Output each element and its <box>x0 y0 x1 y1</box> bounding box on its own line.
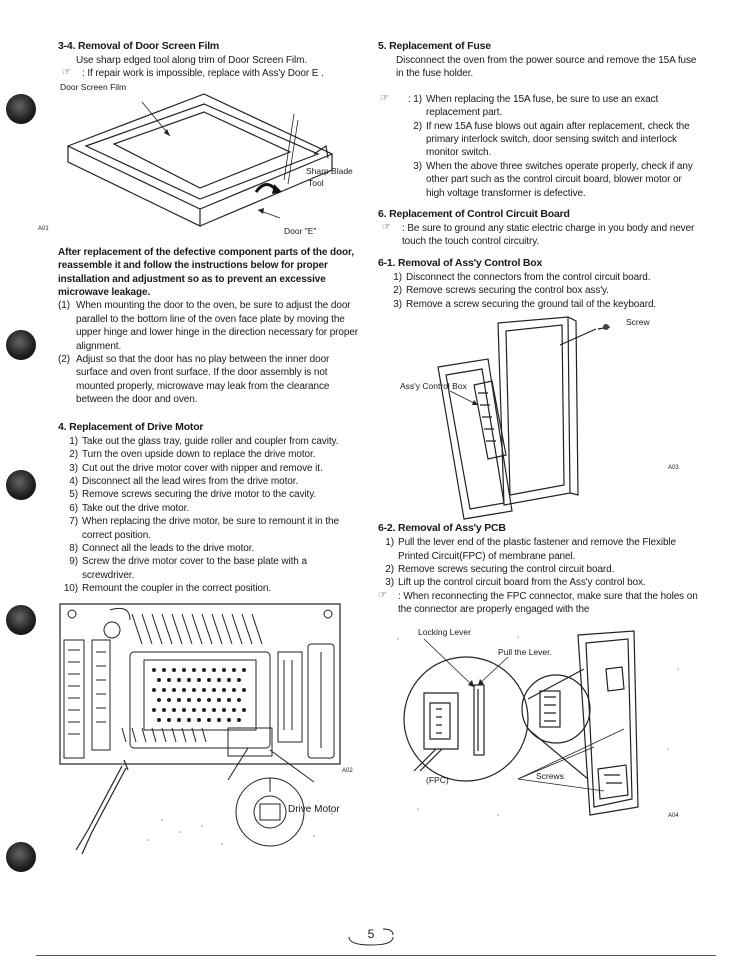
figure-code: A03 <box>668 465 679 472</box>
figure-code: A01 <box>38 225 49 232</box>
bottom-rule <box>36 955 716 956</box>
door-label: Door "E" <box>284 225 317 236</box>
punch-hole <box>6 605 36 635</box>
door-diagram <box>66 93 334 227</box>
pointing-hand-icon: ☞ <box>380 92 389 104</box>
section-title: 6-2. Removal of Ass'y PCB <box>378 522 506 535</box>
list-item: 2)If new 15A fuse blows out again after … <box>413 120 690 159</box>
section-6-2: 6-2. Removal of Ass'y PCB 1)Pull the lev… <box>378 522 700 616</box>
section-title: 5. Replacement of Fuse <box>378 40 491 52</box>
page-number-swoosh <box>348 928 394 946</box>
section-4: 4. Replacement of Drive Motor 1)Take out… <box>58 421 358 596</box>
punch-hole <box>6 470 36 500</box>
warning-text: After replacement of the defective compo… <box>58 246 354 299</box>
list-item: 1)Disconnect the connectors from the con… <box>393 271 651 283</box>
section-body: Disconnect the oven from the power sourc… <box>396 55 697 80</box>
section-title: 3-4. Removal of Door Screen Film <box>58 40 220 52</box>
list-item: 1)Pull the lever end of the plastic fast… <box>385 537 677 562</box>
list-item: 8)Connect all the leads to the drive mot… <box>69 542 255 554</box>
section-6: 6. Replacement of Control Circuit Board … <box>378 208 700 249</box>
list-item: 10)Remount the coupler in the correct po… <box>63 583 272 595</box>
pcb-connector-figure: Locking Lever Pull the Lever. (FPC) Scre… <box>378 626 700 829</box>
pointing-hand-icon: ☞ <box>378 589 387 601</box>
list-item: 3)When the above three switches operate … <box>413 160 693 199</box>
note-text: : Be sure to ground any static electric … <box>402 223 695 248</box>
pointing-hand-icon: ☞ <box>62 67 71 79</box>
punch-hole <box>6 94 36 124</box>
list-item: 6)Take out the drive motor. <box>69 502 190 514</box>
pcb-diagram <box>397 629 679 816</box>
page-number-badge: 5 <box>343 925 399 947</box>
base-plate-diagram <box>59 602 341 854</box>
list-item: : 1)When replacing the 15A fuse, be sure… <box>407 93 659 119</box>
after-replacement: After replacement of the defective compo… <box>58 246 358 407</box>
note: ☞ : 1)When replacing the 15A fuse, be su… <box>378 93 700 200</box>
list-item: 3)Lift up the control circuit board from… <box>385 577 646 589</box>
list-item: 1)Take out the glass tray, guide roller … <box>69 435 339 447</box>
list-item: 2)Turn the oven upside down to replace t… <box>69 449 316 461</box>
note: ☞ : When reconnecting the FPC connector,… <box>378 590 700 617</box>
pull-lever-label: Pull the Lever. <box>498 646 552 657</box>
control-box-figure: Screw Ass'y Control Box A03 <box>378 315 700 520</box>
punch-hole <box>6 842 36 872</box>
list-item: (2) Adjust so that the door has no play … <box>58 354 330 406</box>
screw-label: Screw <box>626 317 650 328</box>
punch-hole <box>6 330 36 360</box>
steps-list: 1)Pull the lever end of the plastic fast… <box>378 536 700 590</box>
section-5: 5. Replacement of Fuse Disconnect the ov… <box>378 40 700 200</box>
list-item: 3)Remove a screw securing the ground tai… <box>393 298 657 310</box>
fpc-label: (FPC) <box>426 774 449 785</box>
figure-code: A02 <box>342 767 353 774</box>
list-item: 4)Disconnect all the lead wires from the… <box>69 475 299 487</box>
note: ☞ : Be sure to ground any static electri… <box>378 222 700 249</box>
right-column: 5. Replacement of Fuse Disconnect the ov… <box>378 40 700 829</box>
pointing-hand-icon: ☞ <box>382 222 391 234</box>
section-3-4: 3-4. Removal of Door Screen Film Use sha… <box>58 40 358 81</box>
page-number: 5 <box>367 927 375 941</box>
note-list: : 1)When replacing the 15A fuse, be sure… <box>400 93 700 200</box>
steps-list: 1)Take out the glass tray, guide roller … <box>58 435 358 596</box>
left-column: 3-4. Removal of Door Screen Film Use sha… <box>38 40 358 860</box>
section-body: Use sharp edged tool along trim of Door … <box>76 55 308 66</box>
tool-label: Tool <box>308 177 324 188</box>
list-item: 2)Remove screws securing the control cir… <box>385 563 615 575</box>
steps-list: 1)Disconnect the connectors from the con… <box>378 271 700 311</box>
figure-code: A04 <box>668 812 679 819</box>
list-item: (1) When mounting the door to the oven, … <box>58 300 359 352</box>
drive-motor-figure: Drive Motor A02 <box>52 600 353 860</box>
control-box-label: Ass'y Control Box <box>400 381 467 392</box>
door-screen-film-figure: Door Screen Film Sharp Blade Tool Door "… <box>38 81 358 244</box>
film-label: Door Screen Film <box>60 81 127 92</box>
section-title: 6-1. Removal of Ass'y Control Box <box>378 256 543 269</box>
note: ☞ : If repair work is impossible, replac… <box>58 67 358 80</box>
list-item: 3)Cut out the drive motor cover with nip… <box>69 462 323 474</box>
adjustment-list: (1) When mounting the door to the oven, … <box>58 299 358 406</box>
list-item: 7)When replacing the drive motor, be sur… <box>69 516 339 541</box>
section-6-1: 6-1. Removal of Ass'y Control Box 1)Disc… <box>378 257 700 311</box>
note-text: : When reconnecting the FPC connector, m… <box>398 590 698 616</box>
screws-label: Screws <box>536 770 564 781</box>
list-item: 2)Remove screws securing the control box… <box>393 285 609 297</box>
blade-label: Sharp Blade <box>306 165 353 176</box>
section-title: 4. Replacement of Drive Motor <box>58 420 204 433</box>
locking-lever-label: Locking Lever <box>418 626 471 637</box>
list-item: 5)Remove screws securing the drive motor… <box>69 489 317 501</box>
drive-motor-label: Drive Motor <box>288 803 340 815</box>
control-box-diagram <box>437 316 611 520</box>
section-title: 6. Replacement of Control Circuit Board <box>378 208 570 221</box>
note-text: : If repair work is impossible, replace … <box>82 68 324 80</box>
list-item: 9)Screw the drive motor cover to the bas… <box>69 556 307 581</box>
